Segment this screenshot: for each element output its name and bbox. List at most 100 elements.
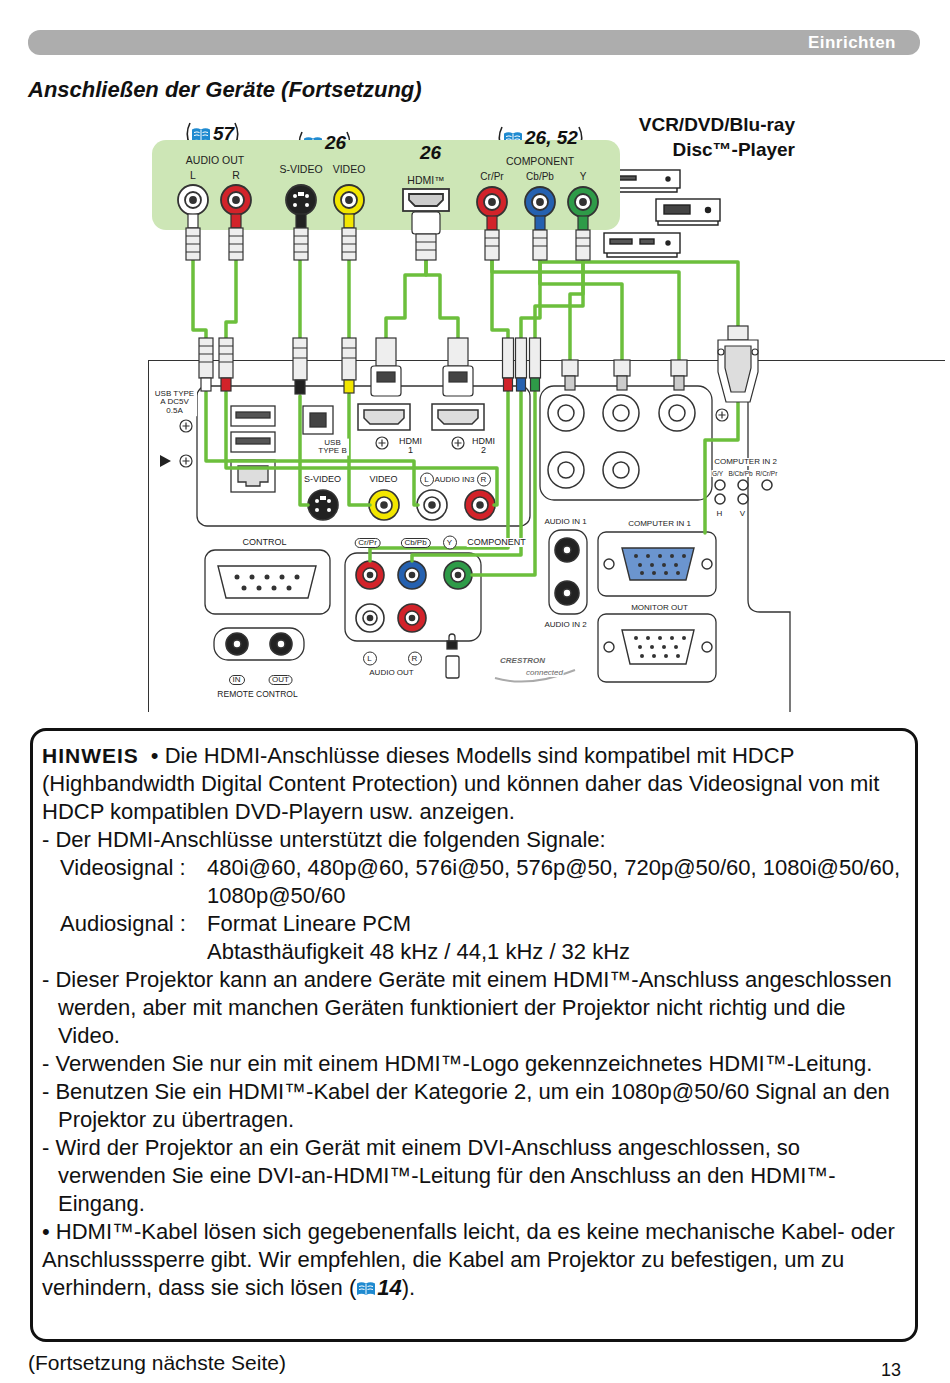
device-jacks	[0, 0, 950, 300]
cable-plug	[576, 230, 590, 260]
cable-plug	[371, 366, 401, 396]
note-text: • HDMI™-Kabel lösen sich gegebenenfalls …	[42, 1219, 895, 1300]
hdmi-port	[432, 404, 484, 430]
cable-plug	[752, 349, 758, 355]
signal-value-cell: Abtasthäufigkeit 48 kHz / 44,1 kHz / 32 …	[207, 938, 905, 966]
dsub-port	[622, 548, 694, 580]
cable-plug	[201, 378, 211, 391]
page-reference: 14	[377, 1275, 401, 1300]
rca-jack	[178, 185, 598, 217]
parenthesis	[299, 132, 302, 154]
port-label-wrap: USB TYPE B	[317, 438, 349, 457]
pin-dots	[634, 636, 638, 640]
note-text: • Die HDMI-Anschlüsse dieses Modells sin…	[42, 743, 879, 824]
port-label-wrap: HDMI 2	[469, 436, 499, 457]
parenthesis	[347, 132, 350, 154]
av-jack	[465, 490, 495, 520]
jack-label-wrap: L	[190, 165, 196, 183]
pin-dots	[658, 554, 662, 558]
signal-row: Abtasthäufigkeit 48 kHz / 44,1 kHz / 32 …	[42, 938, 905, 966]
port-label: Y	[443, 535, 457, 549]
port-label: HDMI 1	[396, 436, 426, 456]
parenthesis	[187, 123, 190, 145]
book-icon	[304, 137, 322, 150]
page-number-wrap: 13	[881, 1359, 901, 1381]
av-jack	[455, 572, 460, 577]
page-number: 13	[881, 1360, 901, 1380]
port-label-wrap: COMPONENT	[466, 531, 527, 549]
port-label: Cb/Pb	[400, 538, 430, 549]
jack-label-wrap: Cb/Pb	[526, 166, 554, 184]
rca-jack	[228, 192, 244, 208]
jack-label-wrap: Y	[580, 166, 587, 184]
port-label: L	[363, 651, 377, 665]
bnc-jack	[659, 395, 695, 431]
svideo-pins	[315, 499, 319, 503]
page-reference: 26, 52	[525, 126, 578, 150]
port-label-wrap: Cr/Pr	[354, 531, 381, 549]
cable-plug	[718, 349, 724, 355]
player-icon	[706, 208, 711, 213]
svideo-pins	[293, 194, 297, 198]
note-text: - Verwenden Sie nur ein mit einem HDMI™-…	[42, 1051, 872, 1076]
arrow-mark	[160, 455, 171, 467]
port-label: IN	[229, 675, 245, 686]
cable-plug	[448, 338, 468, 366]
cable-plug	[186, 212, 590, 260]
port-label: VIDEO	[368, 475, 398, 485]
jack-label-wrap: COMPONENT	[506, 151, 574, 169]
pin-dots	[664, 654, 668, 658]
screw	[180, 409, 728, 467]
hdmi-port	[364, 410, 404, 424]
lock-slot	[446, 656, 459, 678]
note-text: Abtasthäufigkeit 48 kHz / 44,1 kHz / 32 …	[207, 939, 630, 964]
note-paragraph: - Dieser Projektor kann an andere Geräte…	[42, 966, 905, 1050]
bnc-jack	[548, 452, 584, 488]
book-icon	[194, 130, 208, 141]
signal-key-cell: Audiosignal :	[60, 910, 207, 938]
port-label-wrap: AUDIO IN3	[433, 468, 475, 486]
cable-plug	[412, 212, 440, 234]
port-label: COMPUTER IN 2	[713, 458, 778, 467]
cable-plug	[296, 214, 306, 228]
svideo-pins	[315, 496, 331, 512]
pin-dots	[650, 645, 654, 649]
cable-plug	[293, 338, 307, 380]
av-jack	[417, 490, 447, 520]
note-paragraph: - Benutzen Sie ein HDMI™-Kabel der Kateg…	[42, 1078, 905, 1134]
rca-jack	[346, 197, 352, 203]
cable-plug	[533, 230, 547, 260]
rca-jack	[575, 194, 591, 210]
cable-plug	[416, 234, 436, 260]
port-label-wrap: AUDIO IN 2	[543, 613, 587, 631]
panel-frame	[598, 532, 716, 596]
port-label-wrap: Y	[443, 530, 457, 549]
cable-plug	[529, 338, 540, 378]
jack-label: AUDIO OUT	[186, 155, 244, 167]
parenthesis	[442, 142, 445, 164]
parenthesis	[394, 142, 397, 164]
hdmi-port	[358, 404, 484, 430]
svideo-pins	[320, 496, 326, 500]
av-jack	[405, 611, 419, 625]
port-label: CONTROL	[241, 538, 287, 548]
note-text: Format Lineare PCM	[207, 911, 411, 936]
cable-plug	[443, 366, 473, 396]
book-icon	[357, 1282, 375, 1295]
port-label: COMPONENT	[466, 538, 527, 548]
jack-label-wrap: VIDEO	[333, 159, 366, 177]
rca-jack	[580, 199, 586, 205]
port-label-wrap: COMPUTER IN 2	[713, 450, 778, 468]
hdmi-jack	[403, 189, 449, 211]
av-jack	[367, 572, 372, 577]
parenthesis	[499, 127, 502, 149]
dsub-port	[702, 642, 712, 652]
av-jack	[555, 581, 579, 605]
rca-jack	[532, 194, 548, 210]
parenthesis	[579, 127, 582, 149]
svideo-pins	[293, 203, 297, 207]
screw	[376, 437, 388, 449]
jack-label-wrap: S-VIDEO	[279, 159, 322, 177]
av-jack	[409, 572, 414, 577]
pin-dots	[279, 574, 284, 579]
